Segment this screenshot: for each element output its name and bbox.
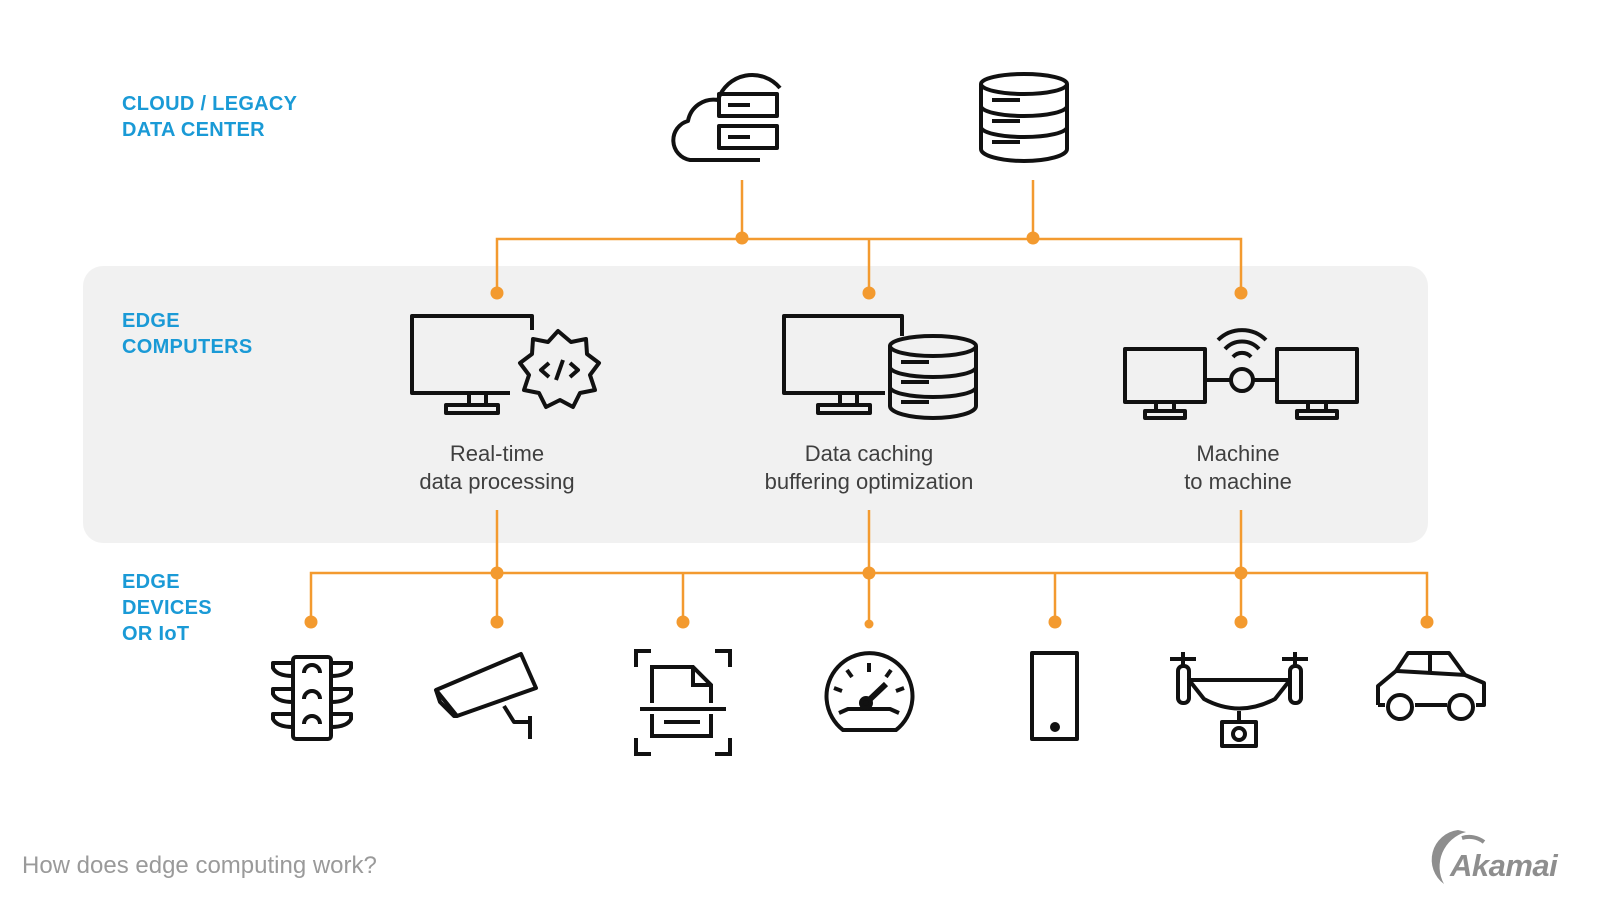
edge-computers-band	[83, 266, 1428, 543]
database-icon	[979, 72, 1069, 163]
edge-node-label-m2m: Machine to machine	[1184, 441, 1292, 494]
cloud-server-icon	[671, 73, 782, 162]
connector-dots	[304, 231, 1434, 629]
smartphone-icon	[1030, 651, 1079, 741]
speedometer-icon	[824, 651, 915, 732]
edge-computers-tier-label: EDGE COMPUTERS	[122, 310, 253, 358]
monitor-database-icon	[782, 314, 978, 420]
drone-icon	[1170, 652, 1308, 748]
machine-to-machine-icon	[1123, 328, 1359, 420]
edge-devices-tier-label: EDGE DEVICES OR IoT	[122, 571, 212, 645]
cloud-tier-label: CLOUD / LEGACY DATA CENTER	[122, 93, 298, 141]
security-camera-icon	[434, 652, 538, 739]
edge-node-label-realtime: Real-time data processing	[419, 441, 575, 494]
document-scan-icon	[634, 649, 732, 756]
car-icon	[1376, 651, 1486, 721]
edge-node-label-caching: Data caching buffering optimization	[764, 441, 974, 494]
traffic-light-icon	[271, 655, 353, 741]
akamai-logo-text: Akamai	[1450, 848, 1558, 883]
connector-lines	[309, 180, 1429, 622]
figure-caption: How does edge computing work?	[22, 852, 377, 879]
monitor-code-gear-icon	[410, 314, 601, 415]
akamai-logo-swoosh	[1431, 830, 1486, 884]
